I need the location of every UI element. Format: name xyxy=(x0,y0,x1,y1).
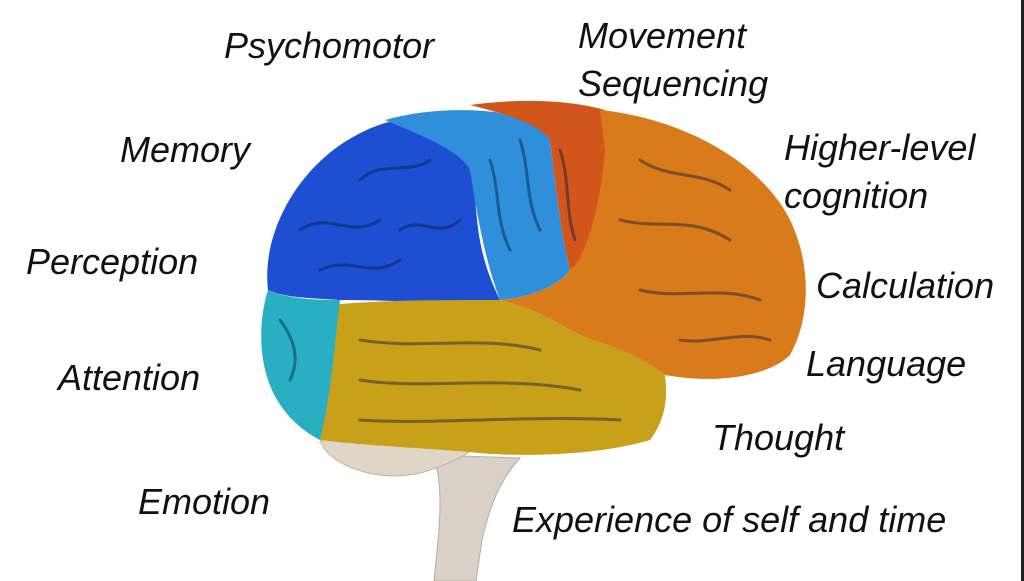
motor-cortex xyxy=(470,100,607,270)
label-attention: Attention xyxy=(58,357,201,398)
parietal-lobe xyxy=(267,118,500,303)
label-sequencing: Sequencing xyxy=(578,63,769,104)
frontal-lobe xyxy=(500,110,806,379)
label-higher-level: Higher-level xyxy=(784,127,976,168)
label-emotion: Emotion xyxy=(138,481,271,522)
occipital-lobe xyxy=(261,290,340,440)
label-psychomotor: Psychomotor xyxy=(224,25,435,66)
label-cognition: cognition xyxy=(784,175,929,216)
label-thought: Thought xyxy=(712,417,845,458)
temporal-lobe xyxy=(320,300,667,455)
gyri-lines xyxy=(278,138,772,423)
label-movement: Movement xyxy=(578,15,747,56)
somatosensory-cortex xyxy=(385,110,570,300)
label-perception: Perception xyxy=(26,241,199,282)
label-language: Language xyxy=(806,343,967,384)
label-memory: Memory xyxy=(120,129,251,170)
label-calculation: Calculation xyxy=(816,265,995,306)
label-experience: Experience of self and time xyxy=(512,499,947,540)
brainstem xyxy=(431,454,522,581)
right-border xyxy=(1021,0,1024,581)
